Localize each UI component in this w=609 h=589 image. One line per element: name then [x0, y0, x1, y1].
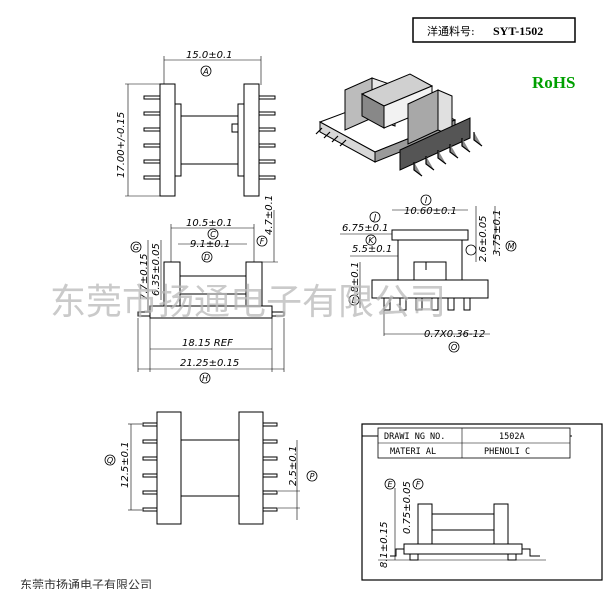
ref-a-circle: [200, 65, 212, 77]
dim-m: 3.75±0.1: [492, 209, 503, 256]
bottom-right-pins: [262, 422, 278, 512]
dim-i: 10.60±0.1: [404, 206, 457, 217]
drawing-no-value: 1502A: [499, 432, 525, 442]
ref-c-label: C: [210, 230, 216, 239]
detail-view: E F 0.75±0.05 8.1±0.15: [378, 478, 546, 568]
ref-q-label: Q: [107, 456, 113, 465]
dim-q: 12.5±0.1: [120, 441, 131, 488]
part-number: SYT-1502: [493, 24, 543, 38]
ref-p-circle: [306, 470, 318, 482]
ref-d-label: D: [204, 253, 210, 262]
ref-f2-label: F: [416, 480, 421, 489]
ref-g-circle: [130, 241, 142, 253]
ref-f2-circle: [412, 478, 424, 490]
top-view: 15.0±0.1 A 17.00+/-0.15: [116, 50, 276, 197]
ref-l-label: L: [352, 296, 356, 305]
dim-2-6: 2.6±0.05: [478, 215, 489, 262]
dim-f: 4.7±0.1: [264, 195, 275, 235]
ref-l-circle: [348, 294, 360, 306]
material-label: MATERI AL: [390, 447, 436, 457]
dim-l: 7.8±0.1: [350, 262, 361, 302]
ref-i-circle: [420, 194, 432, 206]
ref-e-label: E: [387, 480, 393, 489]
ref-d-circle: [201, 251, 213, 263]
ref-o-label: O: [451, 343, 457, 352]
bottom-strip-text: 东莞市扬通电子有限公司: [20, 577, 152, 589]
watermark: 东莞市扬通电子有限公司: [50, 282, 446, 323]
top-height-dim: 17.00+/-0.15: [116, 112, 127, 178]
ref-o-circle: [448, 341, 460, 353]
ref-m-label: M: [508, 242, 515, 251]
ref-k-label: K: [368, 236, 374, 245]
side-view: 10.60±0.1 I J 6.75±0.1 K 5.5±0.1 7.8±0.1…: [340, 194, 517, 353]
top-left-pins: [143, 95, 161, 180]
side-legs: [383, 297, 471, 311]
dim-c: 10.5±0.1: [186, 218, 233, 229]
isometric-view: [315, 73, 483, 177]
ref-h-label: H: [202, 374, 208, 383]
iso-back-pins: [315, 127, 347, 147]
dim-k: 5.5±0.1: [352, 244, 392, 255]
ref-e-circle: [384, 478, 396, 490]
top-right-pins: [258, 95, 276, 180]
dim-detail-height: 8.1±0.15: [379, 521, 390, 568]
dim-left: 7.7±0.15: [139, 253, 150, 300]
ref-f-label: F: [260, 237, 265, 246]
drawing-no-label: DRAWI NG NO.: [384, 432, 445, 442]
ref-j-label: J: [372, 213, 377, 222]
dim-o: 0.7X0.36-12: [424, 329, 485, 340]
rohs-mark: RoHS: [532, 73, 575, 92]
top-width-dim: 15.0±0.1: [186, 50, 233, 61]
title-block: DRAWI NG NO. 1502A MATERI AL PHENOLI C E…: [361, 423, 603, 581]
dim-ref: 18.15 REF: [182, 338, 233, 349]
front-view: 10.5±0.1 C 9.1±0.1 D 4.7±0.1 F 7.7±0.15 …: [130, 195, 285, 384]
ref-q-circle: [104, 454, 116, 466]
ref-m-circle: [505, 240, 517, 252]
ref-p-label: P: [310, 472, 315, 481]
ref-c-circle: [207, 228, 219, 240]
part-label: 洋通料号: SYT-1502: [412, 17, 576, 43]
bottom-left-pins: [142, 422, 158, 512]
dim-g: 6.35±0.05: [151, 243, 162, 296]
dim-e: 0.75±0.05: [402, 481, 413, 534]
ref-g-label: G: [133, 243, 139, 252]
ref-n-circle: [465, 244, 477, 256]
ref-j-circle: [369, 211, 381, 223]
ref-f-circle: [256, 235, 268, 247]
dim-p: 2.5±0.1: [288, 446, 299, 486]
material-value: PHENOLI C: [484, 447, 530, 457]
dim-h: 21.25±0.15: [180, 358, 239, 369]
ref-k-circle: [365, 234, 377, 246]
ref-i-label: I: [425, 196, 428, 205]
dim-j: 6.75±0.1: [342, 223, 389, 234]
ref-h-circle: [199, 372, 211, 384]
part-label-prefix: 洋通料号:: [427, 24, 475, 38]
iso-front-pins: [413, 132, 483, 177]
dim-d: 9.1±0.1: [190, 239, 230, 250]
bottom-view: 12.5±0.1 Q 2.5±0.1 P: [104, 411, 318, 525]
ref-a-label: A: [202, 67, 208, 76]
